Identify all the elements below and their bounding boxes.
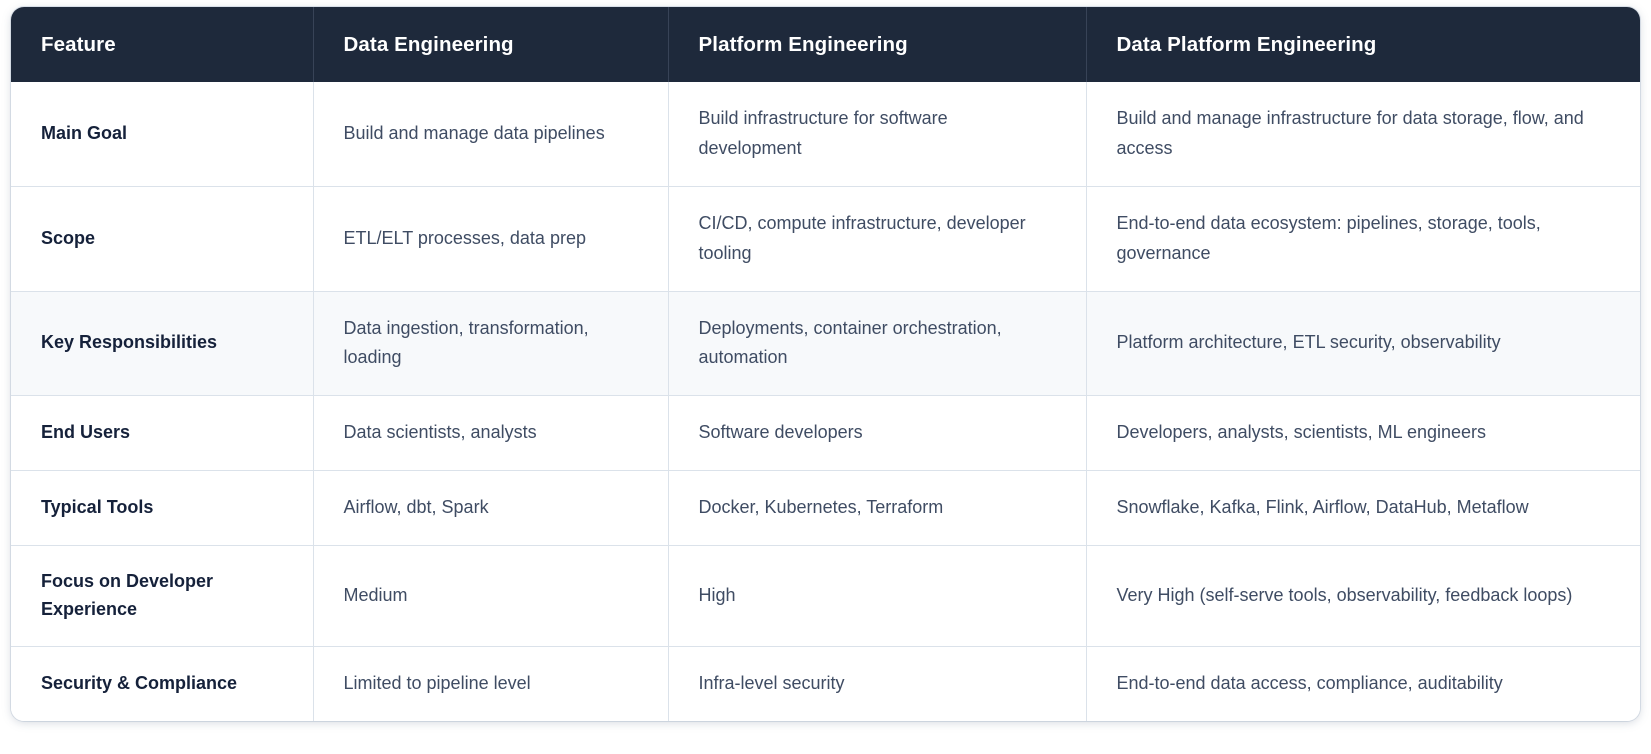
cell-data-engineering: Airflow, dbt, Spark xyxy=(313,470,669,546)
comparison-table: Feature Data Engineering Platform Engine… xyxy=(11,7,1640,721)
table-row: Scope ETL/ELT processes, data prep CI/CD… xyxy=(11,186,1640,292)
cell-data-platform-engineering: End-to-end data access, compliance, audi… xyxy=(1086,646,1640,721)
table-header: Feature Data Engineering Platform Engine… xyxy=(11,7,1640,82)
cell-platform-engineering: Docker, Kubernetes, Terraform xyxy=(668,470,1087,546)
cell-data-platform-engineering: Snowflake, Kafka, Flink, Airflow, DataHu… xyxy=(1086,470,1640,546)
cell-data-engineering: ETL/ELT processes, data prep xyxy=(313,186,669,292)
table-row: Typical Tools Airflow, dbt, Spark Docker… xyxy=(11,470,1640,546)
cell-platform-engineering: Software developers xyxy=(668,395,1087,472)
cell-feature: Key Responsibilities xyxy=(11,291,314,397)
comparison-table-card: Feature Data Engineering Platform Engine… xyxy=(11,7,1640,721)
cell-data-engineering: Build and manage data pipelines xyxy=(313,82,669,187)
cell-feature: Scope xyxy=(11,186,314,292)
cell-data-engineering: Data ingestion, transformation, loading xyxy=(313,291,669,397)
header-row: Feature Data Engineering Platform Engine… xyxy=(11,7,1640,82)
cell-feature: End Users xyxy=(11,395,314,472)
cell-data-platform-engineering: Developers, analysts, scientists, ML eng… xyxy=(1086,395,1640,472)
table-row: Key Responsibilities Data ingestion, tra… xyxy=(11,291,1640,397)
column-header-data-platform-engineering[interactable]: Data Platform Engineering xyxy=(1086,7,1640,82)
cell-data-platform-engineering: Build and manage infrastructure for data… xyxy=(1086,82,1640,187)
cell-data-engineering: Limited to pipeline level xyxy=(313,646,669,721)
cell-data-platform-engineering: Very High (self-serve tools, observabili… xyxy=(1086,545,1640,647)
column-header-data-engineering[interactable]: Data Engineering xyxy=(313,7,669,82)
cell-data-platform-engineering: Platform architecture, ETL security, obs… xyxy=(1086,291,1640,397)
cell-platform-engineering: High xyxy=(668,545,1087,647)
cell-platform-engineering: CI/CD, compute infrastructure, developer… xyxy=(668,186,1087,292)
cell-feature: Typical Tools xyxy=(11,470,314,546)
table-row: Focus on Developer Experience Medium Hig… xyxy=(11,545,1640,647)
cell-platform-engineering: Infra-level security xyxy=(668,646,1087,721)
cell-data-engineering: Medium xyxy=(313,545,669,647)
cell-data-engineering: Data scientists, analysts xyxy=(313,395,669,472)
table-body: Main Goal Build and manage data pipeline… xyxy=(11,82,1640,721)
column-header-feature[interactable]: Feature xyxy=(11,7,314,82)
column-header-platform-engineering[interactable]: Platform Engineering xyxy=(668,7,1087,82)
table-row: Security & Compliance Limited to pipelin… xyxy=(11,646,1640,721)
table-row: Main Goal Build and manage data pipeline… xyxy=(11,82,1640,187)
cell-feature: Main Goal xyxy=(11,82,314,187)
cell-platform-engineering: Build infrastructure for software develo… xyxy=(668,82,1087,187)
cell-feature: Security & Compliance xyxy=(11,646,314,721)
cell-feature: Focus on Developer Experience xyxy=(11,545,314,647)
cell-platform-engineering: Deployments, container orchestration, au… xyxy=(668,291,1087,397)
table-row: End Users Data scientists, analysts Soft… xyxy=(11,395,1640,472)
cell-data-platform-engineering: End-to-end data ecosystem: pipelines, st… xyxy=(1086,186,1640,292)
